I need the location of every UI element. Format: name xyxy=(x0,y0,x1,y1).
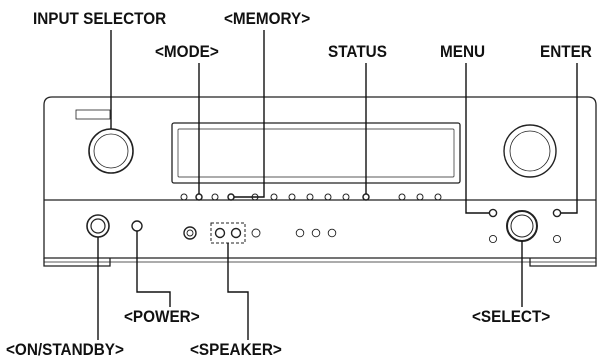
input-selector-knob xyxy=(88,128,134,174)
power-button xyxy=(131,220,143,232)
mode-button xyxy=(195,193,203,201)
power-label: <POWER> xyxy=(124,307,200,326)
on-standby-label: <ON/STANDBY> xyxy=(6,340,124,359)
chassis-outline xyxy=(43,96,597,259)
enter-button xyxy=(552,208,562,218)
memory-label: <MEMORY> xyxy=(224,9,311,28)
memory-button xyxy=(227,193,235,201)
menu-button xyxy=(488,208,498,218)
display-window xyxy=(171,122,461,184)
on-standby-button xyxy=(86,214,110,238)
enter-label: ENTER xyxy=(540,42,592,61)
mode-label: <MODE> xyxy=(155,42,219,61)
master-volume-knob xyxy=(503,124,557,178)
speaker-button-a xyxy=(214,227,226,239)
status-button xyxy=(362,193,370,201)
speaker-button-b xyxy=(230,227,242,239)
input-selector-label: INPUT SELECTOR xyxy=(33,9,167,28)
menu-label: MENU xyxy=(440,42,486,61)
speaker-label: <SPEAKER> xyxy=(190,340,282,359)
status-label: STATUS xyxy=(328,42,387,61)
select-label: <SELECT> xyxy=(472,307,551,326)
denon-logo xyxy=(75,109,111,120)
phones-jack xyxy=(183,226,197,240)
